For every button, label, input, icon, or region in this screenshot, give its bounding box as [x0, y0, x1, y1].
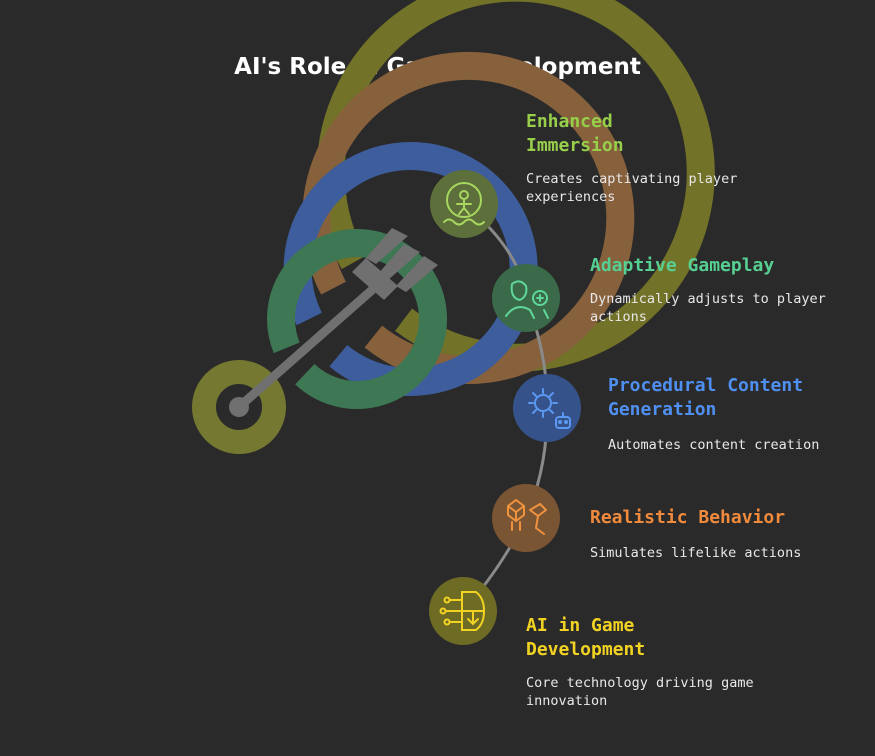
desc-ai-in-game-dev: Core technology driving game innovation [526, 675, 754, 709]
gear-robot-icon [528, 388, 571, 429]
node-enhanced-immersion [430, 170, 498, 238]
heading-ai-in-game-dev: AI in Game Development [526, 615, 646, 660]
desc-realistic-behavior: Simulates lifelike actions [590, 545, 802, 561]
target-ring-2 [302, 51, 635, 384]
circuit-brain-icon [439, 591, 486, 631]
arrow [229, 228, 438, 417]
desc-adaptive-gameplay: Dynamically adjusts to player actions [590, 291, 826, 325]
target-ring-3 [283, 141, 538, 396]
desc-enhanced-immersion: Creates captivating player experiences [526, 171, 738, 205]
swimmer-icon [443, 182, 485, 226]
target-bullseye [192, 360, 286, 454]
player-adjust-icon [505, 280, 549, 319]
node-procedural-content [513, 374, 581, 442]
node-ai-in-game-dev [429, 577, 497, 645]
node-realistic-behavior [492, 484, 560, 552]
heading-enhanced-immersion: Enhanced Immersion [526, 111, 624, 156]
robot-arm-icon [507, 499, 547, 535]
node-adaptive-gameplay [492, 264, 560, 332]
heading-procedural-content: Procedural Content Generation [608, 375, 804, 420]
heading-realistic-behavior: Realistic Behavior [590, 507, 786, 528]
heading-adaptive-gameplay: Adaptive Gameplay [590, 255, 775, 276]
desc-procedural-content: Automates content creation [608, 437, 820, 453]
